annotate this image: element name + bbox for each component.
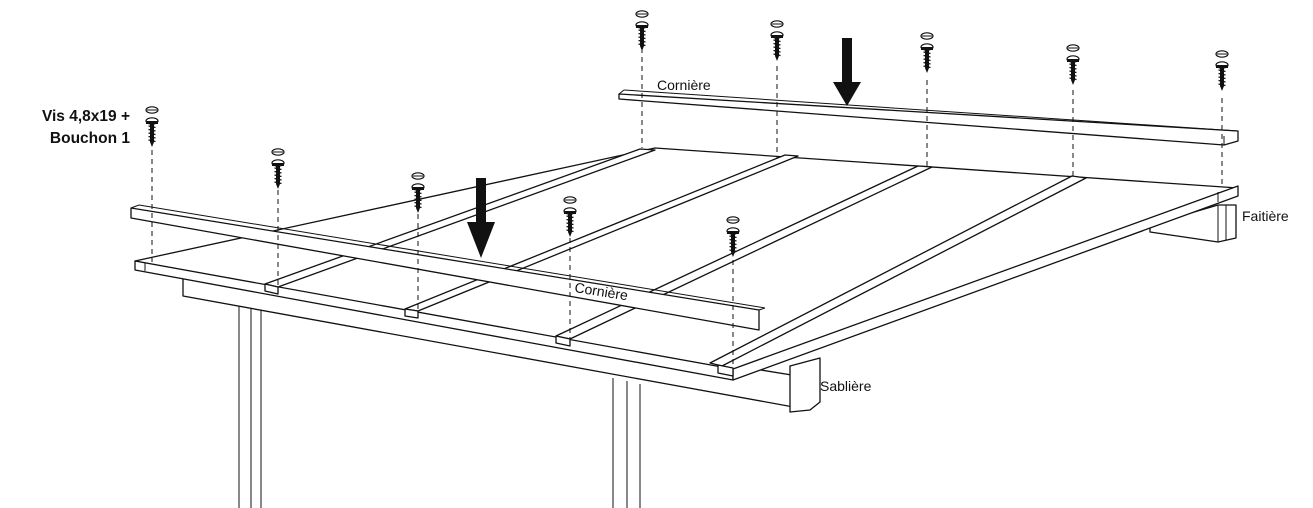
post-middle: [612, 378, 641, 508]
screw-with-cap-icon: [271, 148, 285, 189]
corniere-front: [130, 204, 766, 331]
screw-with-cap-icon: [563, 196, 577, 237]
sabliere-beam: [182, 275, 821, 413]
screw-with-cap-icon: [726, 216, 740, 257]
screw-title-line1: Vis 4,8x19 +: [42, 108, 130, 125]
screw-title-line2: Bouchon 1: [50, 130, 130, 147]
corniere-top-label: Cornière: [657, 77, 711, 93]
corniere-top: [618, 89, 1239, 146]
screw-with-cap-icon: [1215, 50, 1229, 91]
down-arrow-icon: [467, 178, 495, 258]
down-arrow-icon: [833, 38, 861, 106]
screws: [145, 10, 1229, 257]
screw-with-cap-icon: [411, 172, 425, 213]
screw-with-cap-icon: [770, 20, 784, 61]
roof-panel: [134, 147, 1239, 381]
faitiere-beam: [1149, 204, 1237, 243]
screw-with-cap-icon: [635, 10, 649, 51]
screw-with-cap-icon: [1066, 44, 1080, 85]
screw-guides: [151, 48, 1223, 366]
faitiere-label: Faitière: [1242, 208, 1289, 224]
sabliere-label: Sablière: [820, 378, 872, 394]
post-left: [238, 300, 262, 508]
screw-with-cap-icon: [920, 32, 934, 73]
screw-with-cap-icon: [145, 106, 159, 147]
